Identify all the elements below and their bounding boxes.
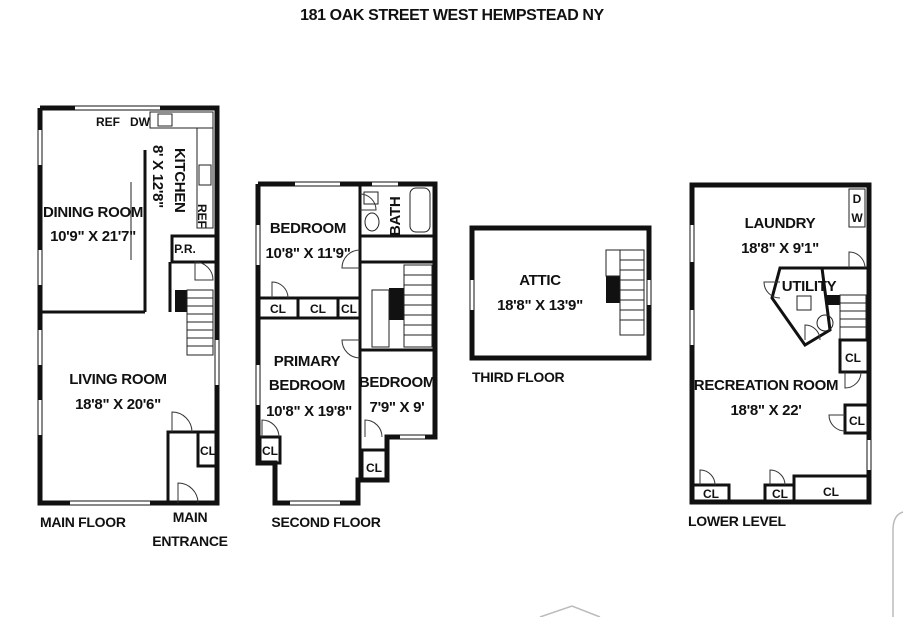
bedroom2-dimensions: 7'9" X 9' bbox=[370, 399, 425, 416]
closet-wall bbox=[360, 448, 389, 482]
attic-name: ATTIC bbox=[519, 272, 561, 289]
closet-wall bbox=[691, 483, 731, 504]
closet-label: CL bbox=[845, 351, 861, 365]
cropped-panel-edge bbox=[892, 511, 904, 617]
closet-wall bbox=[792, 474, 870, 504]
door-swing bbox=[364, 419, 383, 438]
closet-wall bbox=[196, 430, 219, 468]
lower-outer-wall bbox=[689, 182, 872, 505]
bedroom1-name: BEDROOM bbox=[270, 220, 346, 237]
closet-wall bbox=[843, 403, 871, 435]
kitchen-dimensions: 8' X 12'8" bbox=[149, 145, 166, 208]
vestibule-wall bbox=[166, 430, 200, 503]
kitchen-counter bbox=[149, 111, 214, 129]
main-entrance-label: ENTRANCE bbox=[152, 533, 227, 549]
recreation-room-dimensions: 18'8" X 22' bbox=[731, 402, 802, 419]
closet-label: CL bbox=[200, 444, 216, 458]
door-swing bbox=[261, 419, 280, 438]
closet-label: CL bbox=[366, 461, 382, 475]
washer-dryer-icon bbox=[848, 188, 866, 228]
sink-icon bbox=[363, 191, 379, 205]
primary-bedroom-name: BEDROOM bbox=[269, 377, 345, 394]
main-floor-label: MAIN FLOOR bbox=[40, 514, 126, 530]
main-floor-plan: REF DW KITCHEN 8' X 12'8" REF DINING ROO… bbox=[37, 105, 228, 549]
closet-label: CL bbox=[270, 302, 286, 316]
living-room-dimensions: 18'8" X 20'6" bbox=[75, 396, 161, 413]
bathtub-icon bbox=[409, 187, 431, 233]
second-floor-plan: BEDROOM 10'8" X 11'9" BATH CL CL CL PRIM… bbox=[255, 181, 438, 530]
door-swing bbox=[844, 371, 862, 389]
dw-label: DW bbox=[130, 115, 151, 129]
door-swing bbox=[194, 261, 214, 281]
closet-label: CL bbox=[341, 302, 357, 316]
third-floor-plan: ATTIC 18'8" X 13'9" THIRD FLOOR bbox=[469, 225, 652, 385]
utility-label: UTILITY bbox=[782, 278, 837, 295]
door-swing bbox=[171, 411, 193, 433]
dining-room-dimensions: 10'9" X 21'7" bbox=[50, 228, 136, 245]
second-stairs-icon bbox=[371, 264, 433, 348]
lower-stairs-icon bbox=[826, 294, 867, 341]
closet-label: CL bbox=[849, 414, 865, 428]
lower-level-label: LOWER LEVEL bbox=[688, 513, 787, 529]
door-swing bbox=[828, 414, 846, 432]
main-stairs-icon bbox=[175, 289, 214, 356]
ref-label: REF bbox=[96, 115, 120, 129]
closet-wall bbox=[838, 338, 871, 374]
door-swing bbox=[341, 249, 361, 269]
kitchen-name: KITCHEN bbox=[171, 148, 188, 213]
bedroom1-dimensions: 10'8" X 11'9" bbox=[265, 245, 350, 262]
second-floor-label: SECOND FLOOR bbox=[271, 514, 380, 530]
kitchen-counter bbox=[196, 127, 214, 229]
furnace-icon bbox=[796, 295, 812, 311]
laundry-name: LAUNDRY bbox=[745, 215, 816, 232]
door-swing bbox=[804, 324, 821, 341]
bath-label: BATH bbox=[387, 197, 404, 236]
door-swing bbox=[271, 281, 289, 299]
door-swing bbox=[359, 193, 377, 211]
attic-dimensions: 18'8" X 13'9" bbox=[497, 297, 583, 314]
bedroom2-name: BEDROOM bbox=[359, 374, 435, 391]
door-swing bbox=[848, 251, 866, 269]
main-entrance-label: MAIN bbox=[173, 509, 208, 525]
third-outer-wall bbox=[469, 225, 652, 361]
door-swing bbox=[699, 469, 716, 486]
closet-label: CL bbox=[772, 487, 788, 501]
dining-room-name: DINING ROOM bbox=[43, 204, 143, 221]
lower-level-plan: D W LAUNDRY 18'8" X 9'1" UTILITY CL RECR… bbox=[688, 182, 872, 529]
recreation-room-name: RECREATION ROOM bbox=[694, 377, 838, 394]
closet-label: CL bbox=[310, 302, 326, 316]
plan-title: 181 OAK STREET WEST HEMPSTEAD NY bbox=[300, 7, 604, 24]
attic-stairs-icon bbox=[605, 249, 645, 336]
utility-wall bbox=[770, 266, 832, 348]
closet-wall bbox=[258, 435, 282, 465]
closet-label: CL bbox=[823, 485, 839, 499]
closet-label: CL bbox=[262, 444, 278, 458]
washer-label: W bbox=[851, 211, 863, 225]
third-floor-label: THIRD FLOOR bbox=[472, 369, 565, 385]
door-swing bbox=[341, 339, 361, 359]
dryer-label: D bbox=[853, 192, 862, 206]
toilet-icon bbox=[364, 212, 380, 232]
stove-icon bbox=[198, 164, 212, 186]
primary-bedroom-name: PRIMARY bbox=[274, 353, 341, 370]
primary-bedroom-dimensions: 10'8" X 19'8" bbox=[266, 403, 352, 420]
door-swing bbox=[769, 469, 786, 486]
closet-label: CL bbox=[703, 487, 719, 501]
powder-room-label: P.R. bbox=[174, 242, 196, 256]
water-heater-icon bbox=[816, 314, 834, 332]
door-swing bbox=[177, 482, 199, 504]
cropped-chevron-icon bbox=[539, 605, 601, 617]
sink-icon bbox=[157, 113, 173, 127]
ref-side-label: REF bbox=[195, 204, 209, 228]
living-room-name: LIVING ROOM bbox=[69, 371, 167, 388]
door-swing bbox=[763, 281, 781, 299]
laundry-dimensions: 18'8" X 9'1" bbox=[741, 240, 819, 257]
